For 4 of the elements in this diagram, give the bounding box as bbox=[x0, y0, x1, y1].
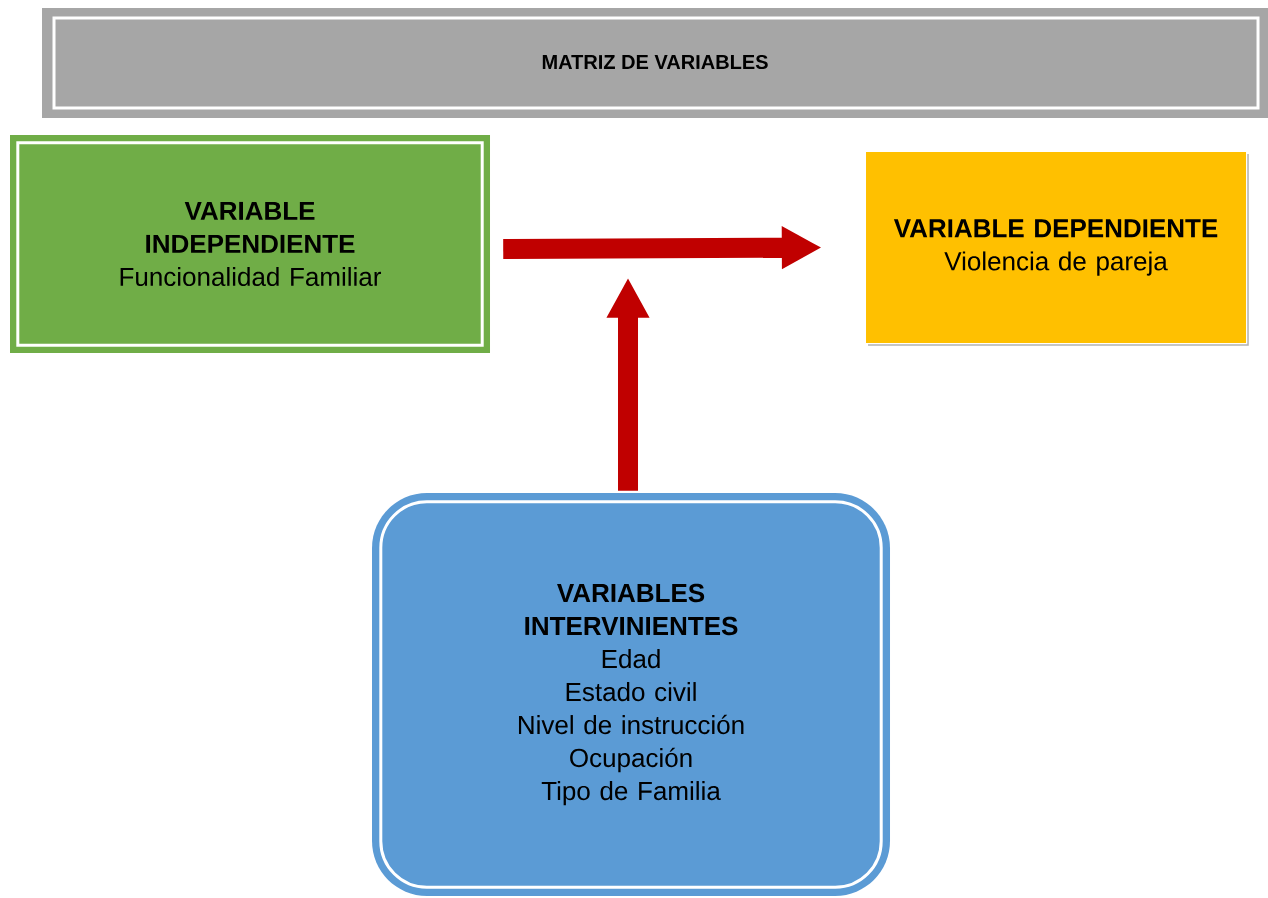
variable-box: VARIABLE INDEPENDIENTE Funcionalidad Familiar bbox=[10, 135, 490, 353]
variable-box: VARIABLE DEPENDIENTE Violencia de pareja bbox=[860, 146, 1252, 349]
rounded-variable-box: VARIABLES INTERVINIENTES Edad Estado civil Nivel de instrucción Ocupación Tipo de Familia bbox=[372, 493, 890, 896]
title-banner: MATRIZ DE VARIABLES bbox=[42, 8, 1268, 118]
